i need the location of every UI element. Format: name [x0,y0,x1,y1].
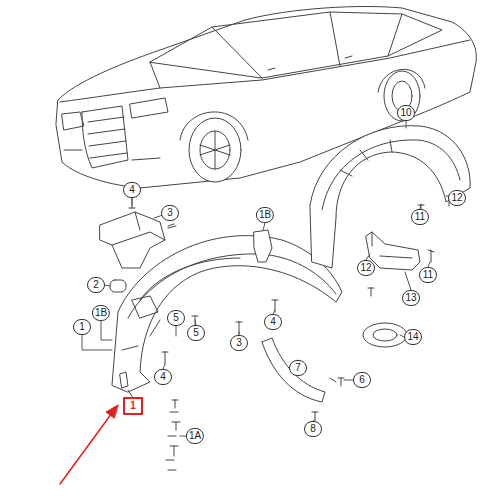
clip [254,230,272,262]
callout-number: 4 [264,314,282,330]
callout-number: 10 [397,105,415,121]
callout-number: 1B [256,207,274,223]
callout-number: 8 [304,421,322,437]
callout-number: 6 [353,372,371,388]
callout-number: 11 [419,267,437,283]
callout-number: 1 [123,397,143,415]
callout-number: 12 [448,190,466,206]
callout-number: 13 [402,290,420,306]
wheel-housing-liner [110,236,342,392]
callout-number: 4 [154,369,172,385]
callout-number: 3 [230,335,248,351]
callout-number: 5 [167,310,185,326]
trim-strip [262,338,325,402]
pointer-arrow [60,413,112,484]
callout-number: 3 [161,205,179,221]
callout-number: 1B [92,305,110,321]
cover-disc [363,323,407,347]
callout-number: 5 [187,325,205,341]
callout-number: 2 [87,277,105,293]
callout-number: 1A [186,428,204,444]
callout-number: 7 [289,360,307,376]
leader-lines [82,121,454,436]
car-drawing [56,7,476,189]
screws [162,196,452,470]
bracket-detail [372,232,412,258]
cover-disc-inner [373,329,397,341]
callout-number: 4 [123,182,141,198]
pointer-arrowhead [106,405,118,418]
callout-number: 14 [404,329,422,345]
callout-number: 1 [73,319,91,335]
callout-number: 12 [357,260,375,276]
callout-number: 11 [411,209,429,225]
